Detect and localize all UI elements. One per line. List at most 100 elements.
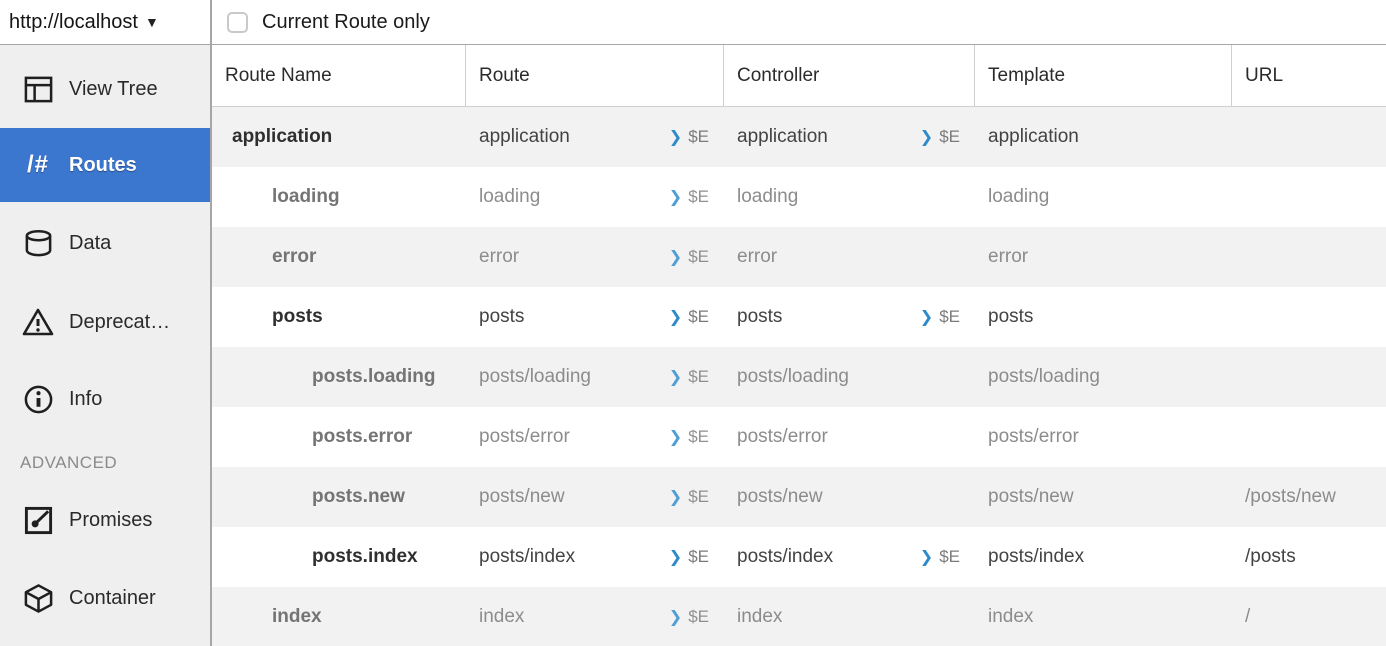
controller-cell: posts/index ❯ $E (724, 527, 975, 587)
inspect-arrow-icon: ❯ (668, 369, 683, 386)
route-cell: index ❯ $E (466, 587, 724, 646)
template-cell: error (975, 227, 1232, 287)
template-value: error (988, 246, 1029, 267)
controller-cell: posts ❯ $E (724, 287, 975, 347)
controller-cell: application ❯ $E (724, 107, 975, 167)
sidebar-item-promises[interactable]: Promises (0, 489, 210, 551)
table-row[interactable]: application application ❯ $E application… (212, 107, 1386, 167)
sidebar-item-label: Routes (69, 153, 137, 176)
inspect-label: $E (688, 427, 709, 446)
controller-cell: posts/new ❯ $E (724, 467, 975, 527)
controller-cell: posts/loading ❯ $E (724, 347, 975, 407)
controller-value: application (737, 126, 828, 147)
template-cell: posts/loading (975, 347, 1232, 407)
inspect-arrow-icon: ❯ (919, 309, 934, 326)
routes-icon: /# (26, 151, 49, 178)
route-inspect-button[interactable]: ❯ $E (669, 487, 709, 507)
url-value: /posts/new (1245, 486, 1336, 507)
route-inspect-button[interactable]: ❯ $E (669, 607, 709, 627)
url-cell: /posts (1232, 527, 1386, 587)
current-route-only-checkbox[interactable] (227, 11, 248, 33)
sidebar-item-container[interactable]: Container (0, 567, 210, 629)
controller-inspect-button[interactable]: ❯ $E (920, 547, 960, 567)
inspect-arrow-icon: ❯ (668, 489, 683, 506)
route-name: posts.index (312, 546, 418, 567)
route-inspect-button[interactable]: ❯ $E (669, 307, 709, 327)
route-value: index (479, 606, 525, 627)
url-value: / (1245, 606, 1251, 627)
table-row[interactable]: loading loading ❯ $E loading ❯ $E loadin… (212, 167, 1386, 227)
route-name: index (272, 606, 322, 627)
controller-inspect-button[interactable]: ❯ $E (920, 307, 960, 327)
sidebar-item-label: Promises (69, 508, 153, 531)
app-url-selector[interactable]: http://localhost ▼ (0, 0, 210, 45)
route-name: error (272, 246, 317, 267)
route-inspect-button[interactable]: ❯ $E (669, 187, 709, 207)
template-value: posts/error (988, 426, 1079, 447)
table-row[interactable]: index index ❯ $E index ❯ $E index / (212, 587, 1386, 646)
url-cell: /posts/new (1232, 467, 1386, 527)
route-cell: posts ❯ $E (466, 287, 724, 347)
template-cell: posts/new (975, 467, 1232, 527)
table-row[interactable]: posts.index posts/index ❯ $E posts/index… (212, 527, 1386, 587)
route-name-cell: index (212, 587, 466, 646)
table-row[interactable]: posts posts ❯ $E posts ❯ $E posts (212, 287, 1386, 347)
controller-cell: posts/error ❯ $E (724, 407, 975, 467)
controller-value: posts/index (737, 546, 834, 567)
routes-table-body: application application ❯ $E application… (212, 107, 1386, 646)
route-inspect-button[interactable]: ❯ $E (669, 427, 709, 447)
inspect-arrow-icon: ❯ (668, 189, 683, 206)
route-value: application (479, 126, 570, 147)
controller-value: index (737, 606, 783, 627)
template-cell: application (975, 107, 1232, 167)
table-row[interactable]: error error ❯ $E error ❯ $E error (212, 227, 1386, 287)
template-cell: loading (975, 167, 1232, 227)
inspect-label: $E (688, 607, 709, 626)
column-header-template: Template (975, 45, 1232, 106)
route-value: posts (479, 306, 525, 327)
url-value: /posts (1245, 546, 1296, 567)
inspect-label: $E (688, 367, 709, 386)
route-inspect-button[interactable]: ❯ $E (669, 127, 709, 147)
url-cell (1232, 347, 1386, 407)
info-icon (20, 381, 56, 417)
template-value: loading (988, 186, 1050, 207)
sidebar-item-info[interactable]: Info (0, 368, 210, 430)
url-cell (1232, 407, 1386, 467)
route-name-cell: loading (212, 167, 466, 227)
route-cell: loading ❯ $E (466, 167, 724, 227)
controller-value: posts/new (737, 486, 823, 507)
inspect-label: $E (688, 127, 709, 146)
route-name: posts (272, 306, 323, 327)
sidebar-item-data[interactable]: Data (0, 212, 210, 274)
route-name: posts.loading (312, 366, 436, 387)
url-cell: / (1232, 587, 1386, 646)
sidebar-item-label: Info (69, 387, 103, 410)
table-row[interactable]: posts.new posts/new ❯ $E posts/new ❯ $E … (212, 467, 1386, 527)
table-row[interactable]: posts.loading posts/loading ❯ $E posts/l… (212, 347, 1386, 407)
chevron-down-icon: ▼ (144, 14, 159, 30)
inspect-arrow-icon: ❯ (919, 129, 934, 146)
warning-triangle-icon (20, 304, 56, 340)
url-cell (1232, 287, 1386, 347)
inspect-label: $E (688, 307, 709, 326)
controller-value: posts (737, 306, 783, 327)
route-inspect-button[interactable]: ❯ $E (669, 547, 709, 567)
column-header-url: URL (1245, 64, 1284, 86)
route-inspect-button[interactable]: ❯ $E (669, 247, 709, 267)
controller-inspect-button[interactable]: ❯ $E (920, 127, 960, 147)
inspect-label: $E (939, 307, 960, 326)
route-cell: posts/new ❯ $E (466, 467, 724, 527)
inspect-label: $E (939, 127, 960, 146)
controller-value: posts/error (737, 426, 828, 447)
inspect-arrow-icon: ❯ (668, 129, 683, 146)
sidebar-item-view-tree[interactable]: View Tree (0, 58, 210, 120)
route-cell: posts/index ❯ $E (466, 527, 724, 587)
sidebar-item-deprecations[interactable]: Deprecat… (0, 291, 210, 353)
routes-toolbar: Current Route only (212, 0, 1386, 45)
table-row[interactable]: posts.error posts/error ❯ $E posts/error… (212, 407, 1386, 467)
route-inspect-button[interactable]: ❯ $E (669, 367, 709, 387)
sidebar-item-routes[interactable]: /# Routes (0, 128, 210, 202)
template-cell: posts/index (975, 527, 1232, 587)
